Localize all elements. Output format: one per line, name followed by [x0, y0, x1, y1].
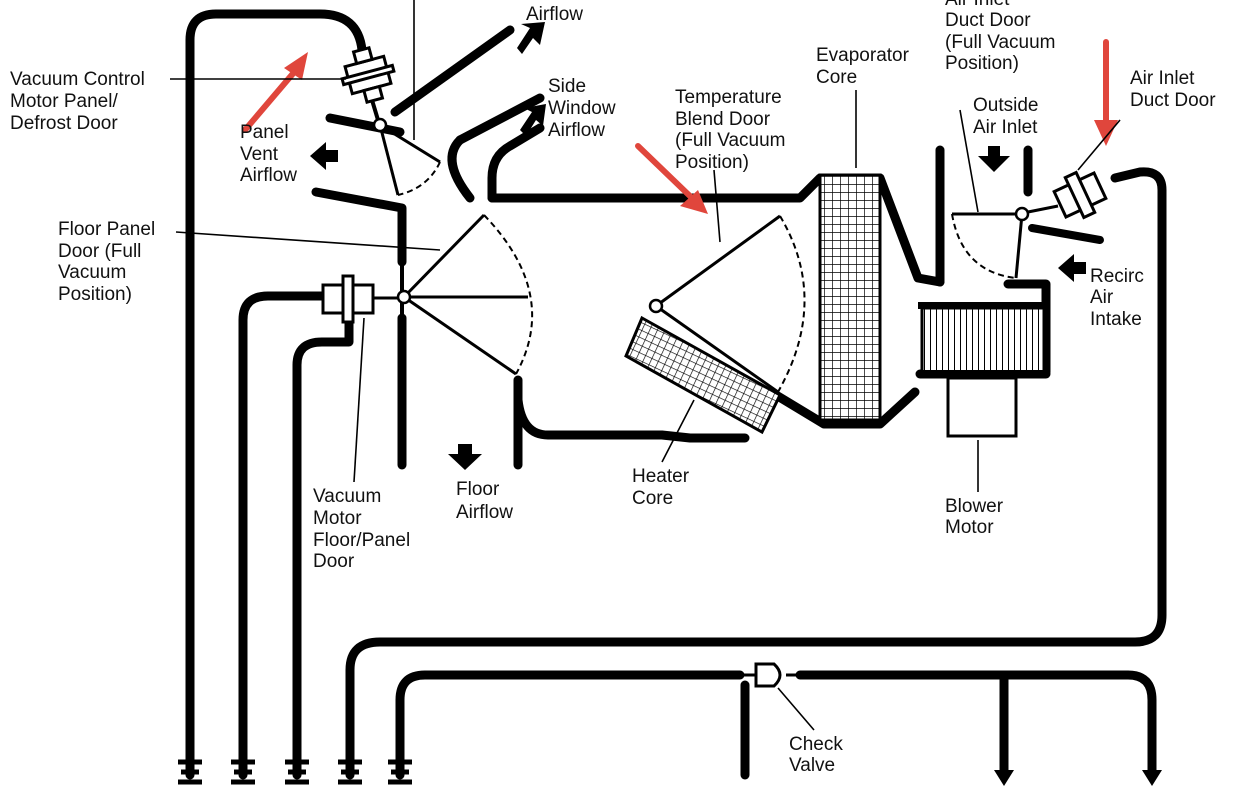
svg-text:Blower: Blower — [945, 496, 1004, 517]
svg-text:Air: Air — [1090, 287, 1114, 308]
svg-text:Defrost Door: Defrost Door — [10, 113, 118, 134]
label-check-valve: Check Valve — [789, 734, 843, 776]
label-vacuum-control: Vacuum Control Motor Panel/ Defrost Door — [10, 69, 145, 134]
svg-text:Check: Check — [789, 734, 843, 755]
svg-text:Air Inlet: Air Inlet — [945, 0, 1010, 10]
svg-text:Evaporator: Evaporator — [816, 45, 910, 66]
label-vacuum-motor-floor: Vacuum Motor Floor/Panel Door — [313, 486, 410, 572]
svg-text:Core: Core — [816, 67, 857, 88]
blower-motor — [946, 376, 1018, 438]
svg-text:Vent: Vent — [240, 144, 279, 165]
svg-text:Window: Window — [548, 98, 616, 119]
flow-arrows — [310, 22, 1086, 470]
svg-text:Door: Door — [313, 551, 355, 572]
blower-wheel — [918, 302, 1048, 377]
label-air-inlet-door-position: Air Inlet Duct Door (Full Vacuum Positio… — [945, 0, 1056, 74]
label-panel-vent: Panel Vent Airflow — [240, 122, 297, 186]
svg-text:Outside: Outside — [973, 95, 1038, 116]
svg-text:Position): Position) — [58, 284, 132, 305]
label-heater-core: Heater Core — [632, 466, 690, 509]
temperature-blend-door — [648, 214, 806, 394]
svg-text:Vacuum: Vacuum — [313, 486, 381, 507]
svg-text:Air Inlet: Air Inlet — [973, 117, 1038, 138]
svg-text:Duct Door: Duct Door — [945, 10, 1031, 31]
svg-text:Vacuum: Vacuum — [58, 262, 126, 283]
svg-text:Core: Core — [632, 488, 673, 509]
svg-text:Position): Position) — [945, 53, 1019, 74]
label-blower-motor: Blower Motor — [945, 496, 1004, 538]
svg-text:Floor: Floor — [456, 479, 500, 500]
panel-defrost-door — [372, 117, 441, 196]
label-side-window: Side Window Airflow — [548, 76, 616, 141]
floor-panel-door — [396, 213, 534, 376]
svg-text:Airflow: Airflow — [456, 502, 513, 523]
svg-text:Blend Door: Blend Door — [675, 109, 771, 130]
svg-text:Position): Position) — [675, 152, 749, 173]
evaporator-core — [818, 173, 882, 422]
svg-text:Vacuum Control: Vacuum Control — [10, 69, 145, 90]
annotation-arrows — [242, 39, 1118, 214]
svg-text:Floor Panel: Floor Panel — [58, 219, 155, 240]
svg-text:Air Inlet: Air Inlet — [1130, 68, 1195, 89]
vacuum-hoses — [185, 9, 1167, 780]
heater-core — [624, 315, 782, 435]
svg-text:(Full Vacuum: (Full Vacuum — [675, 130, 786, 151]
svg-text:Airflow: Airflow — [548, 120, 605, 141]
duct-walls — [311, 25, 1104, 470]
label-recirc-air-intake: Recirc Air Intake — [1090, 266, 1144, 330]
svg-text:Airflow: Airflow — [240, 165, 297, 186]
svg-text:Recirc: Recirc — [1090, 266, 1144, 287]
label-floor-panel-door: Floor Panel Door (Full Vacuum Position) — [58, 219, 155, 305]
svg-text:Floor/Panel: Floor/Panel — [313, 530, 410, 551]
svg-text:Motor Panel/: Motor Panel/ — [10, 91, 118, 112]
label-evaporator-core: Evaporator Core — [816, 45, 910, 88]
label-airflow-top: Airflow — [526, 4, 583, 25]
label-temperature-blend: Temperature Blend Door (Full Vacuum Posi… — [675, 87, 786, 173]
svg-text:Motor: Motor — [945, 517, 994, 538]
vacuum-motor-air-inlet — [1052, 170, 1108, 220]
svg-text:(Full Vacuum: (Full Vacuum — [945, 32, 1056, 53]
air-inlet-duct-door — [951, 206, 1030, 279]
vacuum-motor-floor-panel — [321, 274, 398, 324]
svg-text:Door (Full: Door (Full — [58, 241, 141, 262]
leader-lines — [170, 0, 1121, 731]
svg-text:Panel: Panel — [240, 122, 289, 143]
check-valve — [742, 662, 800, 688]
svg-text:Duct Door: Duct Door — [1130, 90, 1216, 111]
vacuum-motor-defrost — [340, 45, 396, 105]
label-outside-air-inlet: Outside Air Inlet — [973, 95, 1038, 138]
label-air-inlet-duct-door: Air Inlet Duct Door — [1130, 68, 1216, 111]
svg-text:Heater: Heater — [632, 466, 690, 487]
svg-text:Airflow: Airflow — [526, 4, 583, 25]
svg-text:Motor: Motor — [313, 508, 362, 529]
svg-text:Intake: Intake — [1090, 309, 1142, 330]
svg-text:Valve: Valve — [789, 755, 835, 776]
hose-connectors — [178, 759, 1162, 786]
svg-text:Side: Side — [548, 76, 586, 97]
label-floor-airflow: Floor Airflow — [456, 479, 513, 523]
svg-text:Temperature: Temperature — [675, 87, 782, 108]
